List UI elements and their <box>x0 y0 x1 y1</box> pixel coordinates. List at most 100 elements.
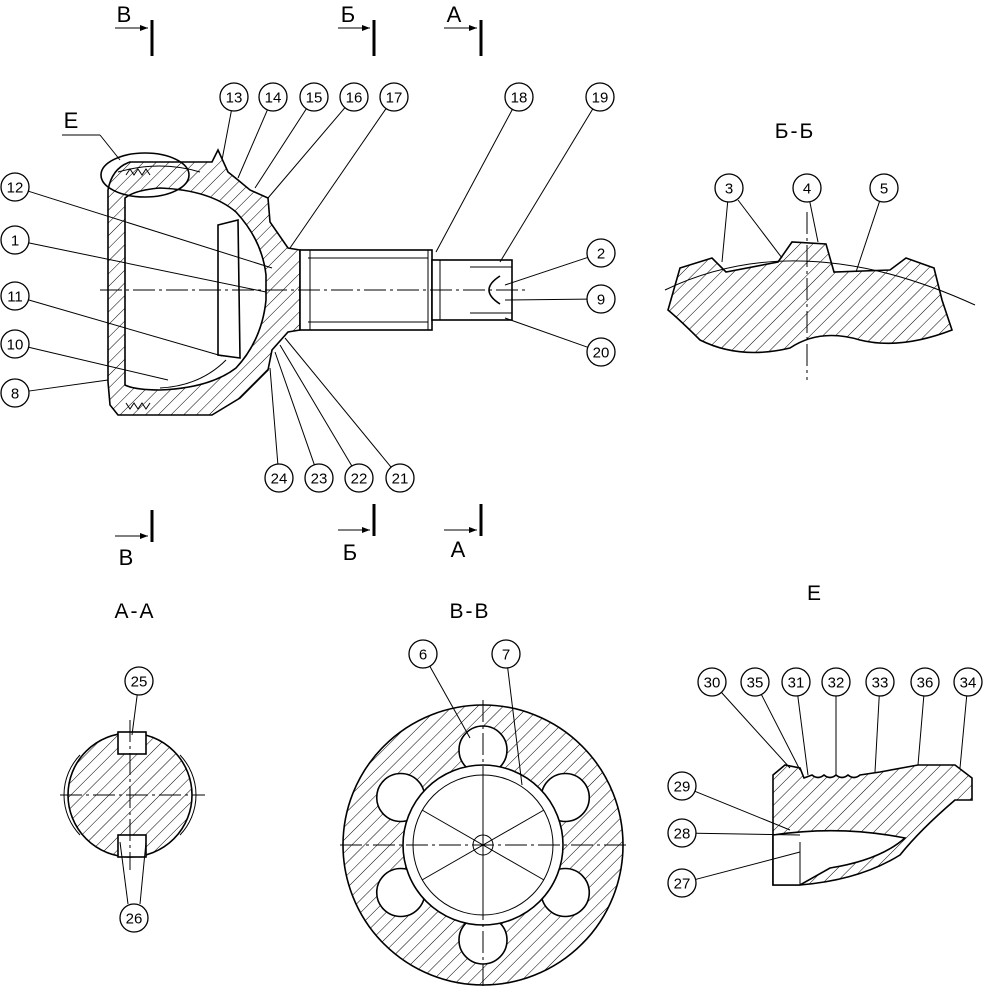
callout-number: 34 <box>960 675 977 692</box>
leader-line <box>28 190 273 269</box>
callout-number: 32 <box>828 675 845 692</box>
callout-number: 23 <box>311 471 328 488</box>
callout-main: 20 <box>504 317 616 367</box>
callout-main: 23 <box>274 351 334 493</box>
leader-line <box>499 108 594 263</box>
section-mark-v-top: В <box>115 2 154 56</box>
callout-circle <box>586 337 616 367</box>
leader-line <box>760 694 801 771</box>
callout-number: 31 <box>788 675 805 692</box>
leader-line <box>721 692 791 769</box>
callout-number: 21 <box>392 471 409 488</box>
callout-circle <box>953 667 983 697</box>
callout-circle <box>585 82 615 112</box>
callout-number: 20 <box>593 345 610 362</box>
callout-number: 8 <box>11 386 19 403</box>
leader-line <box>429 665 471 739</box>
callout-e: 34 <box>953 667 983 769</box>
leader-line <box>694 790 791 831</box>
callout-number: 28 <box>674 826 691 843</box>
callout-circle <box>586 284 616 314</box>
callout-number: 1 <box>11 233 19 250</box>
callout-number: 6 <box>419 647 427 664</box>
callout-number: 16 <box>346 90 363 107</box>
callout-number: 19 <box>592 90 609 107</box>
section-mark-a-top: А <box>444 2 483 56</box>
callout-circle <box>740 667 770 697</box>
callout-number: 13 <box>226 90 243 107</box>
leader-line <box>131 694 138 736</box>
leader-line <box>28 346 169 381</box>
callout-main: 12 <box>0 172 273 269</box>
callout-e: 35 <box>740 667 801 771</box>
callout-number: 7 <box>502 647 510 664</box>
callout-bb: 5 <box>855 173 899 273</box>
callout-circle <box>865 667 895 697</box>
callout-aa: 25 <box>124 666 154 736</box>
callout-number: 35 <box>747 675 764 692</box>
callout-circle <box>408 639 438 669</box>
callout-circle <box>714 173 744 203</box>
callout-circle <box>697 667 727 697</box>
detail-e-view: Е <box>772 582 973 886</box>
callout-number: 15 <box>306 90 323 107</box>
callout-circle <box>504 82 534 112</box>
callout-number: 14 <box>265 90 282 107</box>
leader-line <box>507 667 523 786</box>
callout-main: 13 <box>219 82 249 161</box>
leader-line <box>28 242 267 293</box>
leader-line <box>237 109 268 179</box>
callout-number: 24 <box>271 471 288 488</box>
callout-main: 1 <box>0 225 267 293</box>
callout-number: 18 <box>511 90 528 107</box>
callout-e: 31 <box>781 667 811 776</box>
callout-main: 18 <box>435 82 534 253</box>
callout-number: 12 <box>7 180 24 197</box>
callout-circle <box>0 329 30 359</box>
callout-circle <box>0 378 30 408</box>
callout-number: 27 <box>674 876 691 893</box>
callout-number: 25 <box>131 674 148 691</box>
section-letter: Б <box>341 2 355 27</box>
callout-number: 10 <box>7 337 24 354</box>
callout-circle <box>344 463 374 493</box>
leader-line <box>269 367 279 465</box>
leader-line <box>721 201 729 263</box>
section-mark-v-bottom: В <box>115 510 154 570</box>
leader-line <box>28 299 223 357</box>
callout-circle <box>124 666 154 696</box>
callout-e: 32 <box>821 667 851 776</box>
callout-number: 30 <box>704 675 721 692</box>
callout-bb: 4 <box>792 173 822 243</box>
callout-main: 15 <box>254 82 329 189</box>
callout-circle <box>0 281 30 311</box>
callout-circle <box>586 238 616 268</box>
callout-circle <box>264 463 294 493</box>
callout-number: 29 <box>674 779 691 796</box>
section-letter: А <box>447 2 462 27</box>
callout-number: 36 <box>917 675 934 692</box>
callout-circle <box>0 225 30 255</box>
section-letter: В <box>119 545 134 570</box>
callout-number: 33 <box>872 675 889 692</box>
callout-main: 24 <box>264 367 294 493</box>
callout-number: 9 <box>597 292 605 309</box>
leader-line <box>279 344 353 467</box>
callout-bb: 3 <box>714 173 744 263</box>
callout-circle <box>491 639 521 669</box>
callout-circle <box>385 463 415 493</box>
callout-circle <box>667 771 697 801</box>
leader-line <box>504 298 588 301</box>
section-aa-view: А-А <box>60 600 205 870</box>
callout-main: 16 <box>267 82 369 199</box>
section-bb-view: Б-Б <box>664 120 976 380</box>
callout-main: 21 <box>284 337 415 493</box>
leader-line <box>959 695 968 769</box>
section-mark-b-bottom: Б <box>338 504 376 565</box>
inner-race-face <box>217 218 241 359</box>
callout-circle <box>821 667 851 697</box>
callout-e: 36 <box>910 667 940 766</box>
detail-e-marker <box>100 152 190 198</box>
